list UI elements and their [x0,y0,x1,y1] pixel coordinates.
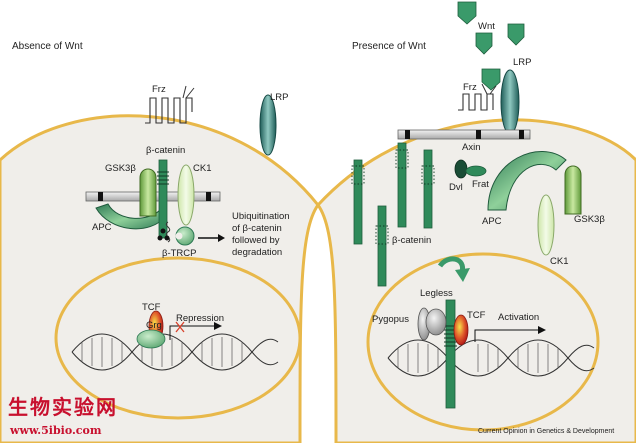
legless-protein [425,308,447,336]
right-apc-label: APC [482,216,502,227]
lrp-protein [259,94,277,156]
beta-catenin-label: β-catenin [146,145,185,156]
ubiquitination-line-1: Ubiquitination [232,211,290,222]
nuclear-import-arrowhead [455,268,470,282]
frat-label: Frat [472,179,489,190]
watermark-url: www.5ibio.com [9,424,102,437]
beta-catenin-repeats-2 [395,149,409,169]
activation-arrow [474,329,538,342]
repression-arrowhead [214,322,222,330]
frizzled-receptor [145,97,193,124]
grg-label: Grg [146,320,162,331]
wnt-label: Wnt [478,21,495,32]
right-lrp-label: LRP [513,57,531,68]
beta-catenin-repeats-1 [351,165,365,185]
ubiquitination-line-4: degradation [232,247,282,258]
right-axin-mark-3 [519,130,524,139]
right-frz-label: Frz [463,82,477,93]
dvl-label: Dvl [449,182,463,193]
beta-catenin-armadillo-repeats [157,171,169,185]
ubiquitination-line-2: of β-catenin [232,223,282,234]
phospho-dot-1 [160,228,166,234]
activation-arrowhead [538,326,546,334]
lrp-label: LRP [270,92,288,103]
left-tcf-label: TCF [142,302,161,313]
frz-label: Frz [152,84,166,95]
frat-protein [465,165,487,177]
activation-label: Activation [498,312,539,323]
right-dna-rungs [397,343,559,373]
left-heading: Absence of Wnt [12,41,83,52]
free-beta-catenin-group [351,142,435,287]
journal-credit: Current Opinion in Genetics & Developmen… [478,428,614,435]
axin-label: Axin [462,142,480,153]
degradation-arrowhead [218,234,225,242]
right-axin-bar [397,129,531,140]
beta-catenin-rod-1 [353,159,363,245]
apc-label: APC [92,222,112,233]
ck1-label: CK1 [193,163,211,174]
phospho-dot-3 [164,235,170,241]
right-frizzled-tail [481,83,497,95]
right-ck1-label: CK1 [550,256,568,267]
gsk3b-protein [139,168,157,217]
right-dna-strand-2 [387,339,595,377]
beta-catenin-rod-4 [377,205,387,287]
axin-mark-2 [206,192,211,201]
ubiquitination-line-3: followed by [232,235,280,246]
wnt-ligand-3 [507,23,525,46]
nuclear-import-arrow [437,256,466,273]
right-ck1-protein [537,194,555,256]
gsk3b-label: GSK3β [105,163,136,174]
right-frizzled-receptor [458,93,494,111]
wnt-ligand-4 [481,68,501,91]
beta-catenin-rod-3 [423,149,433,229]
dvl-protein [454,159,468,179]
beta-catenin-rod-2 [397,142,407,228]
beta-catenin-repeats-3 [421,165,435,185]
wnt-ligand-2 [475,32,493,55]
right-gsk3b-label: GSK3β [574,214,605,225]
right-tcf-protein [453,314,469,346]
btrcp-label: β-TRCP [162,248,197,259]
right-gsk3b-protein [564,165,582,215]
right-lrp-protein [500,69,520,135]
right-axin-mark-1 [405,130,410,139]
wnt-ligand-1 [457,1,477,25]
phospho-dot-2 [157,235,163,241]
right-apc-protein [487,151,567,211]
btrcp-notch [175,232,183,240]
beta-catenin-rod [158,159,168,239]
repression-arrow [169,325,214,340]
repression-cross [175,321,185,333]
legless-label: Legless [420,288,453,299]
grg-protein [136,329,166,349]
beta-catenin-repeats-4 [375,225,389,245]
axin-mark-1 [98,192,103,201]
right-tcf-label: TCF [467,310,486,321]
left-dna-strand-2 [71,333,279,371]
repression-label: Repression [176,313,224,324]
right-beta-catenin-label: β-catenin [392,235,431,246]
right-axin-mark-2 [476,130,481,139]
pygopus-label: Pygopus [372,314,409,325]
frizzled-tail [182,85,195,99]
wnt-ligands [457,1,525,91]
right-nucleus [366,252,600,432]
ck1-protein [177,164,195,226]
ubiquitin-chain [165,221,171,243]
nuclear-beta-catenin-rod [445,299,456,409]
watermark-chinese: 生物实验网 [8,395,118,419]
right-heading: Presence of Wnt [352,41,426,52]
left-nucleus [54,256,302,420]
